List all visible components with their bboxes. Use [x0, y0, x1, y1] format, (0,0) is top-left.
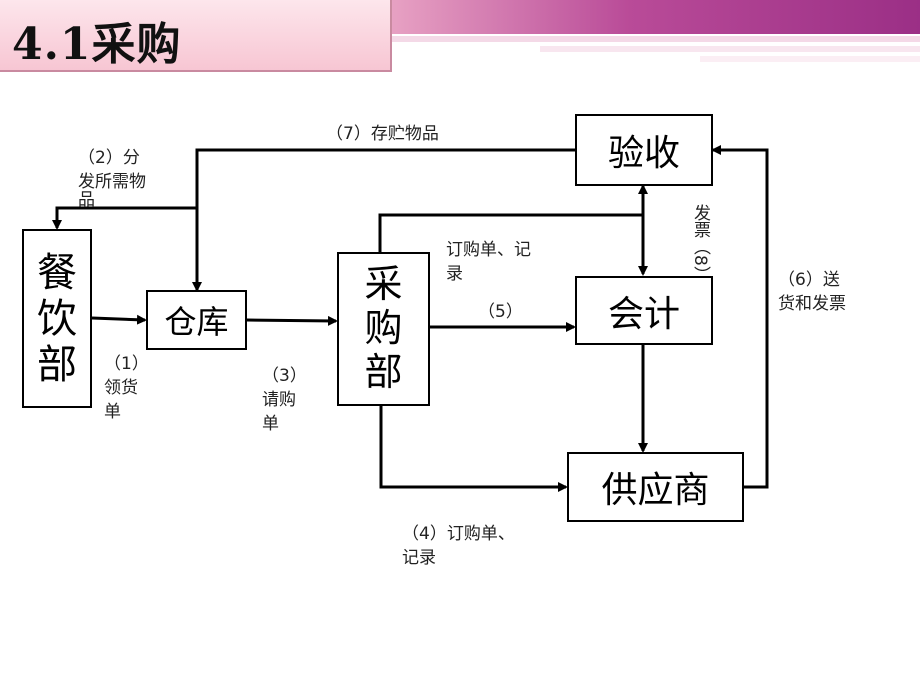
- node-inspection-label: 验收: [607, 133, 680, 174]
- title-box: 4.1采购: [0, 0, 392, 72]
- label-distribute-goods: （2）分 发所需物 品: [78, 148, 146, 210]
- header-stripe: [700, 56, 920, 62]
- node-purchasing-char: 部: [364, 349, 403, 394]
- node-supplier: 供应商: [567, 452, 744, 522]
- arrow-store-goods: [192, 148, 575, 292]
- node-purchasing: 采 购 部: [337, 252, 430, 406]
- node-accounting-label: 会计: [607, 293, 680, 335]
- arrow-distribute-goods: [52, 206, 197, 230]
- node-warehouse: 仓库: [146, 290, 247, 350]
- node-inspection: 验收: [575, 114, 713, 186]
- label-requisition: （1） 领货 单: [104, 354, 149, 422]
- node-supplier-label: 供应商: [601, 470, 710, 511]
- arrow-order-to-supplier: [379, 406, 568, 492]
- node-catering: 餐 饮 部: [22, 229, 92, 408]
- label-store-goods: （7）存贮物品: [326, 124, 439, 144]
- node-purchasing-char: 采: [364, 262, 403, 307]
- label-order-to-supplier: （4）订购单、 记录: [402, 524, 515, 568]
- arrow-purchase-request: [246, 315, 338, 326]
- node-purchasing-char: 购: [364, 306, 403, 351]
- node-catering-char: 饮: [37, 295, 77, 342]
- label-delivery: （6）送 货和发票: [778, 270, 846, 314]
- header-stripe: [392, 36, 920, 42]
- label-purchase-request: （3） 请购 单: [262, 366, 307, 434]
- node-catering-char: 餐: [37, 249, 77, 296]
- arrow-order-to-inspection: [378, 213, 643, 252]
- node-accounting: 会计: [575, 276, 713, 345]
- arrow-delivery: [711, 145, 769, 489]
- label-invoice: 发票（8）: [690, 204, 710, 283]
- page-title: 4.1采购: [12, 19, 182, 70]
- header-band: [392, 0, 920, 34]
- arrow-requisition: [91, 314, 147, 325]
- label-order-record: 订购单、记 录: [446, 240, 531, 284]
- node-catering-char: 部: [37, 341, 77, 388]
- label-order-to-accounting: （5）: [478, 302, 523, 322]
- header-stripe: [540, 46, 920, 52]
- node-warehouse-label: 仓库: [164, 303, 229, 341]
